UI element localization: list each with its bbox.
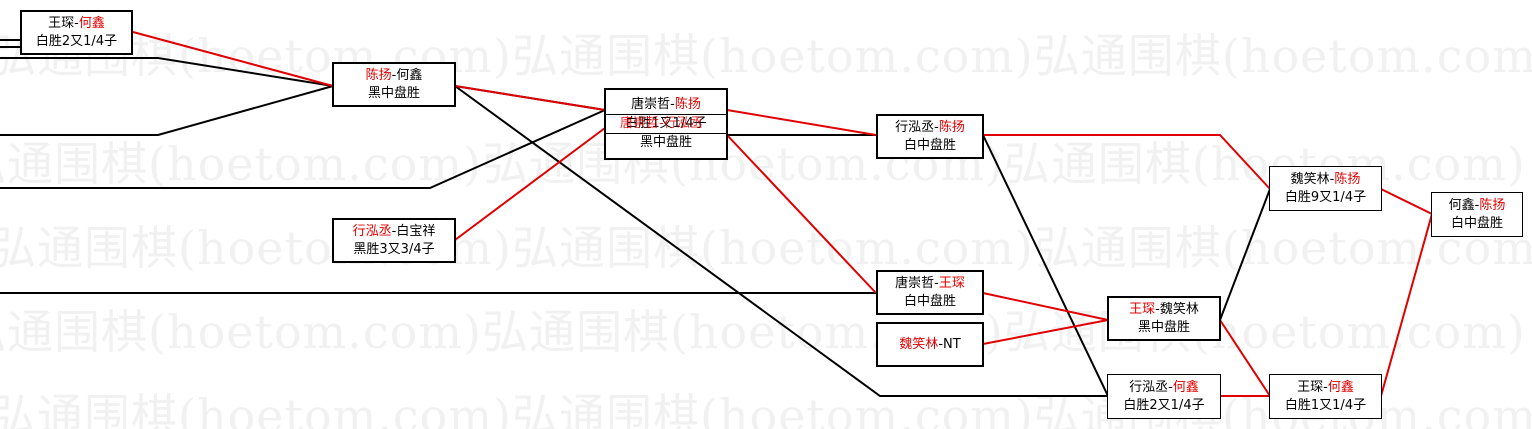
match-players: 唐崇哲-陈扬 [631,97,701,112]
match-result: 白胜2又1/4子 [35,33,118,49]
winner-line [1380,188,1433,215]
match-box: 唐崇哲-王琛 白中盘胜 [876,270,984,315]
overlap-text: 唐崇哲-行泓丞 [620,116,703,131]
winner-line [982,319,1109,345]
winner-line [1219,319,1271,397]
bracket-line [0,109,606,189]
winner-line [132,31,334,87]
winner-line [1380,213,1433,397]
match-box: 王琛-何鑫 白胜2又1/4子 [20,10,133,55]
match-box: 何鑫-陈扬 白中盘胜 [1431,192,1523,237]
match-box: 行泓丞-陈扬 白中盘胜 [876,114,984,159]
match-players: 行泓丞-何鑫 [1129,379,1199,395]
match-result: 白胜2又1/4子 [1123,397,1205,413]
match-result: 白胜1又1/4子 [1284,397,1367,413]
match-box: 王琛-何鑫 白胜1又1/4子 [1269,374,1382,419]
bracket-line [1219,188,1271,321]
bracket-line [0,57,334,87]
match-box: 魏笑林-陈扬 白胜9又1/4子 [1269,166,1382,211]
winner-line [982,292,1109,321]
match-result: 白胜9又1/4子 [1284,189,1367,205]
match-players: 王琛-魏笑林 [1129,301,1199,317]
match-players: 魏笑林-NT [899,336,961,352]
match-result-2: 黑中盘胜 [606,133,726,152]
winner-line [454,85,606,111]
match-players: 何鑫-陈扬 [1448,197,1506,213]
match-result: 白中盘胜 [1450,215,1503,231]
match-box: 魏笑林-NT [876,322,984,367]
match-result: 白中盘胜 [903,293,956,309]
match-result: 白胜1又1/4子 唐崇哲-行泓丞 [606,114,726,133]
match-players: 王琛-何鑫 [1297,379,1354,395]
match-box: 陈扬-何鑫 黑中盘胜 [332,62,456,107]
match-players: 王琛-何鑫 [48,15,105,31]
match-players: 行泓丞-白宝祥 [352,223,436,239]
winner-line [726,134,877,294]
match-box: 唐崇哲-陈扬 白胜1又1/4子 唐崇哲-行泓丞 黑中盘胜 [604,88,728,160]
match-result: 黑中盘胜 [367,85,420,101]
match-box: 行泓丞-白宝祥 黑胜3又3/4子 [332,218,456,263]
match-result: 黑胜3又3/4子 [353,241,435,257]
match-players: 唐崇哲-王琛 [895,275,965,291]
bracket-line [982,134,1109,397]
match-players: 魏笑林-陈扬 [1290,171,1361,187]
match-box: 行泓丞-何鑫 白胜2又1/4子 [1107,374,1221,419]
bracket-line [0,85,334,136]
match-players: 陈扬-何鑫 [365,67,423,83]
match-result: 白中盘胜 [903,137,956,153]
match-result: 黑中盘胜 [1137,319,1190,335]
match-players: 行泓丞-陈扬 [895,119,965,135]
winner-line [726,109,877,136]
bracket-line [454,85,1108,397]
match-box: 王琛-魏笑林 黑中盘胜 [1107,296,1221,341]
winner-line [983,134,1271,190]
winner-line [454,127,606,241]
